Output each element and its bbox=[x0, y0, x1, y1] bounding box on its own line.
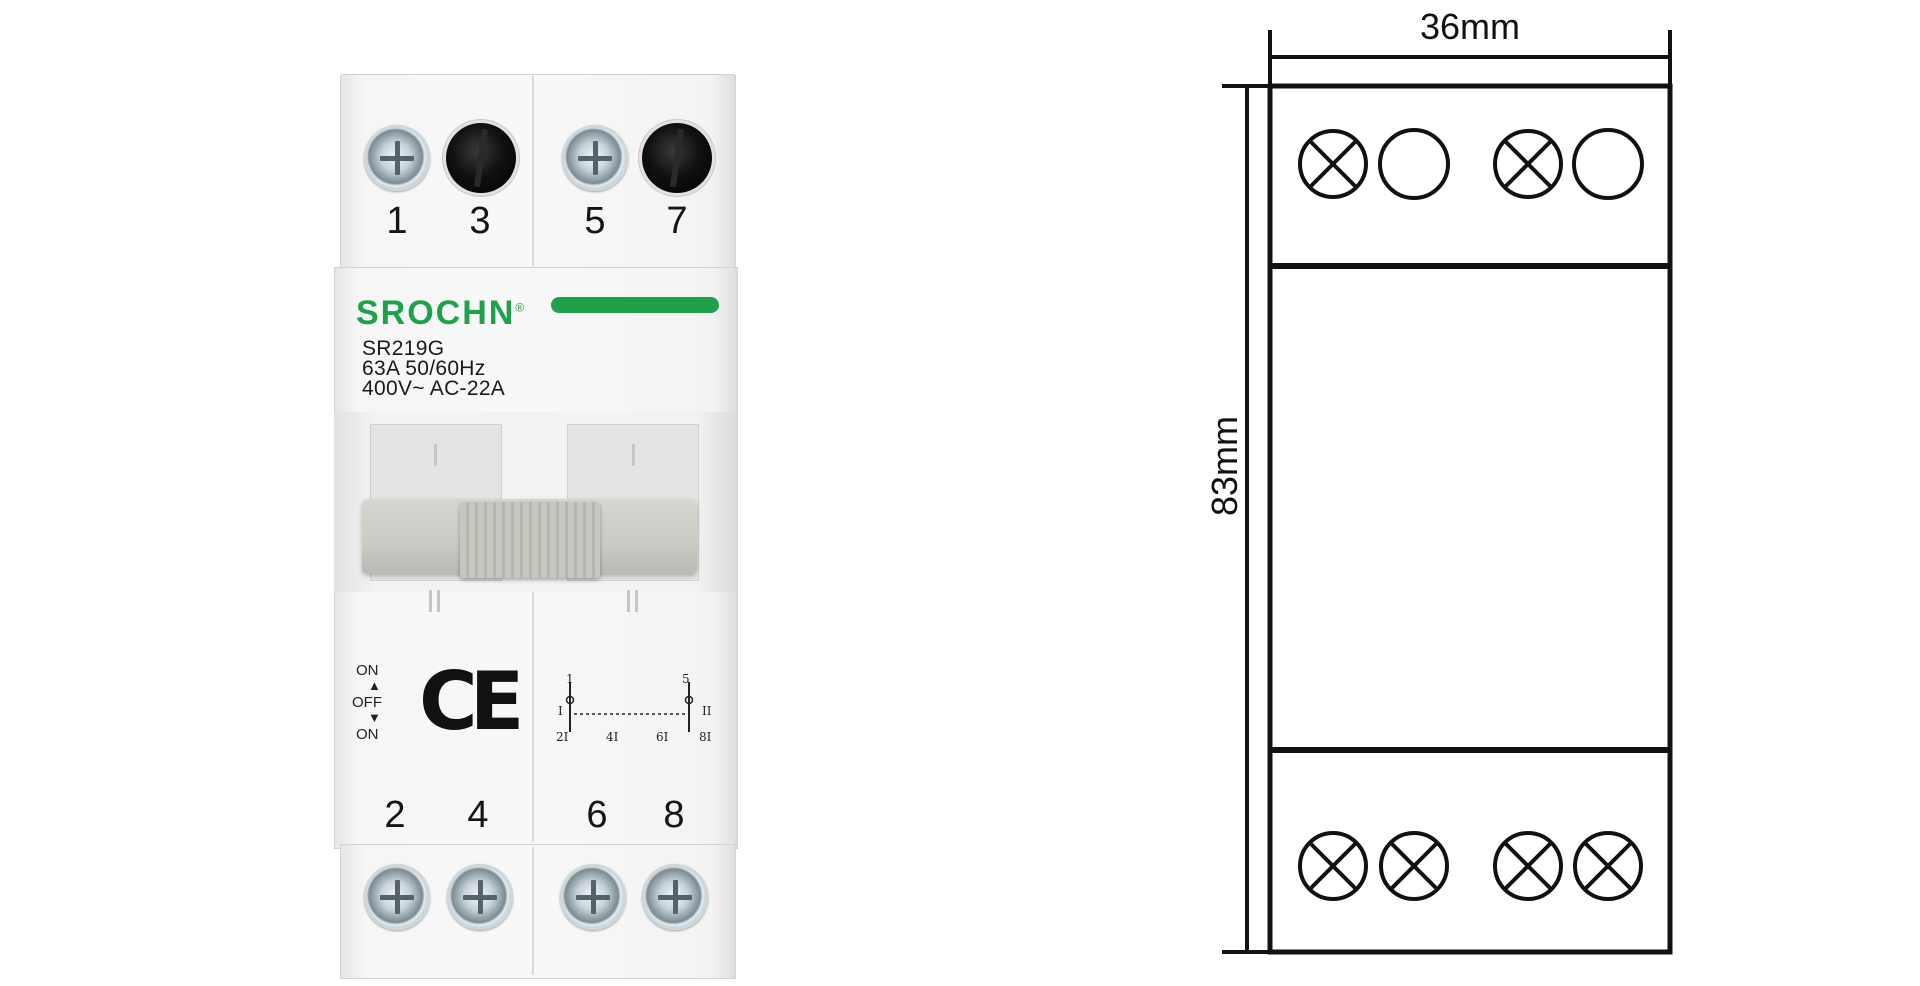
slot-mark bbox=[437, 590, 440, 612]
slot-mark bbox=[434, 444, 437, 466]
terminal-screw-icon bbox=[364, 864, 430, 930]
circle-icon bbox=[1378, 128, 1450, 200]
terminal-screw-icon bbox=[562, 125, 628, 191]
crossed-circle-icon bbox=[1493, 129, 1563, 199]
terminal-hole-icon bbox=[642, 123, 712, 193]
terminal-screw-icon bbox=[364, 125, 430, 191]
brand-green-bar bbox=[551, 297, 719, 313]
schematic-label: II bbox=[702, 704, 712, 718]
slot-mark bbox=[632, 444, 635, 466]
terminal-number: 8 bbox=[663, 794, 685, 836]
terminal-number: 4 bbox=[467, 794, 489, 836]
switch-lever-grip[interactable] bbox=[460, 502, 600, 578]
schematic-label: 5 bbox=[682, 672, 690, 686]
terminal-number: 5 bbox=[584, 200, 606, 242]
slot-mark bbox=[635, 590, 638, 612]
terminal-number: 3 bbox=[469, 200, 491, 242]
terminal-number: 7 bbox=[666, 200, 688, 242]
schematic-label: 1 bbox=[566, 672, 574, 686]
schematic-contact-left bbox=[565, 695, 575, 705]
product-photo: 1 3 5 7 SROCHN® SR219G 63A 50/60Hz 400V~… bbox=[334, 72, 738, 979]
slot-mark bbox=[627, 590, 630, 612]
schematic-label: 6I bbox=[656, 730, 669, 744]
dimension-drawing-svg bbox=[1222, 30, 1673, 955]
terminal-screw-icon bbox=[560, 864, 626, 930]
width-dimension-label: 36mm bbox=[1420, 6, 1521, 47]
rating-spec: 63A 50/60Hz bbox=[362, 357, 486, 380]
terminal-number: 2 bbox=[384, 794, 406, 836]
terminal-hole-icon bbox=[446, 123, 516, 193]
crossed-circle-icon bbox=[1493, 831, 1563, 901]
crossed-circle-icon bbox=[1298, 129, 1368, 199]
brand-logo: SROCHN® bbox=[356, 294, 527, 332]
position-on-bottom: ON bbox=[356, 726, 379, 743]
schematic-contact-right bbox=[684, 695, 694, 705]
arrow-down-icon: ▼ bbox=[368, 710, 381, 725]
circle-icon bbox=[1572, 128, 1644, 200]
height-dimension-label: 83mm bbox=[1204, 415, 1245, 517]
position-on-top: ON bbox=[356, 662, 379, 679]
terminal-number: 1 bbox=[386, 200, 408, 242]
device-outline bbox=[1267, 83, 1673, 955]
position-off: OFF bbox=[352, 694, 382, 711]
crossed-circle-icon bbox=[1573, 831, 1643, 901]
ce-mark: CE bbox=[419, 655, 524, 748]
crossed-circle-icon bbox=[1298, 831, 1368, 901]
voltage-spec: 400V~ AC-22A bbox=[362, 377, 506, 400]
arrow-up-icon: ▲ bbox=[368, 678, 381, 693]
schematic-label: 2I bbox=[556, 730, 569, 744]
dimension-drawing: 36mm 83mm bbox=[1195, 0, 1715, 986]
slot-mark bbox=[429, 590, 432, 612]
model-number: SR219G bbox=[362, 337, 445, 360]
terminal-screw-icon bbox=[447, 864, 513, 930]
pole-divider-mid bbox=[532, 592, 534, 842]
terminal-screw-icon bbox=[642, 864, 708, 930]
schematic-label: 8I bbox=[699, 730, 712, 744]
schematic-label: 4I bbox=[606, 730, 619, 744]
terminal-number: 6 bbox=[586, 794, 608, 836]
pole-divider-bottom bbox=[532, 847, 534, 975]
schematic-label: I bbox=[558, 704, 563, 718]
crossed-circle-icon bbox=[1379, 831, 1449, 901]
wiring-schematic bbox=[565, 682, 694, 732]
pole-divider-top bbox=[532, 76, 534, 266]
